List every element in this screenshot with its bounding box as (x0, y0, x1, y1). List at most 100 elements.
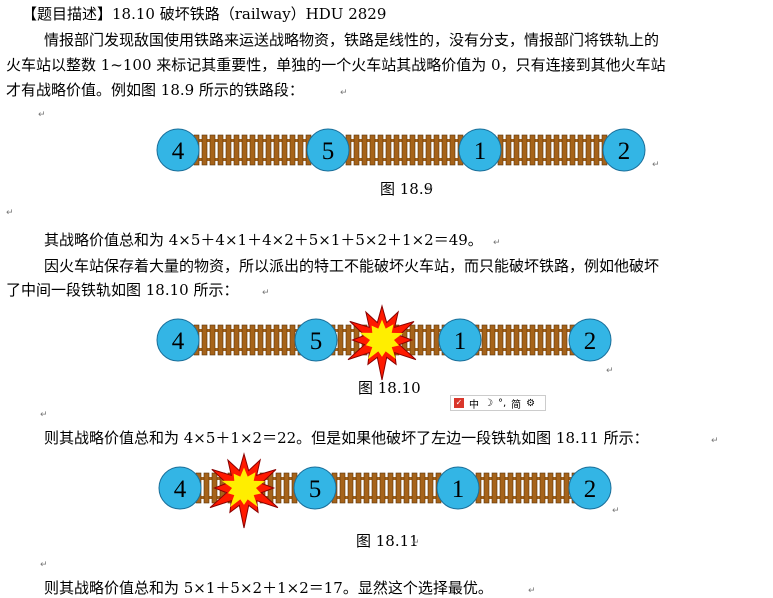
rail-tie (505, 324, 512, 356)
station-value-label: 5 (310, 328, 323, 355)
station-node (458, 128, 502, 172)
rail-tie (387, 472, 394, 504)
rail-tie (585, 134, 592, 166)
ime-settings-icon[interactable]: ⚙ (526, 397, 536, 409)
paragraph-1-line-1: 情报部门发现敌国使用铁路来运送战略物资，铁路是线性的，没有分支，情报部门将铁轨上… (44, 31, 660, 49)
rail-tie (275, 472, 282, 504)
rail-tie (385, 134, 392, 166)
rail-tie (569, 134, 576, 166)
ime-simplified-toggle[interactable]: 简 (511, 399, 522, 411)
rail-tie (353, 134, 360, 166)
rail-tie (209, 134, 216, 166)
rail-tie (369, 134, 376, 166)
rail-tie (401, 134, 408, 166)
rail-tie (425, 134, 432, 166)
rail-tie (257, 324, 264, 356)
rail-tie (561, 134, 568, 166)
rail-tie (225, 134, 232, 166)
rail-tie (531, 472, 538, 504)
rail-tie (281, 134, 288, 166)
rail-tie (563, 472, 570, 504)
problem-title: 【题目描述】18.10 破坏铁路（railway）HDU 2829 (22, 5, 387, 23)
paragraph-mark-icon: ↵ (262, 288, 270, 298)
rail-tie (505, 134, 512, 166)
strategic-value-sum-1: 其战略价值总和为 4×5＋4×1＋4×2＋5×1＋5×2＋1×2＝49。 (44, 231, 483, 249)
station-value-label: 1 (474, 138, 487, 165)
station-value-label: 2 (584, 328, 597, 355)
rail-tie (545, 324, 552, 356)
station-node (294, 318, 338, 362)
rail-tie (419, 472, 426, 504)
rail-tie (233, 134, 240, 166)
ime-mode-chinese[interactable]: 中 (469, 399, 479, 411)
station-value-label: 5 (309, 476, 322, 503)
rail-tie (515, 472, 522, 504)
station-node (602, 128, 646, 172)
rail-tie (425, 324, 432, 356)
station-value-label: 4 (172, 328, 185, 355)
rail-tie (339, 472, 346, 504)
rail-tie (409, 134, 416, 166)
rail-tie (393, 134, 400, 166)
paragraph-mark-icon: ↵ (412, 538, 420, 548)
explosion-core-icon (359, 319, 404, 360)
ime-moon-icon[interactable]: ☽ (484, 397, 493, 409)
station-node (293, 466, 337, 510)
station-value-label: 1 (454, 328, 467, 355)
paragraph-mark-icon: ↵ (528, 586, 536, 596)
rail-tie (529, 324, 536, 356)
station-value-label: 4 (174, 476, 187, 503)
rail-tie (217, 134, 224, 166)
railway-figure-18-10: 4 5 1 2 (156, 304, 612, 381)
station-value-label: 1 (452, 476, 465, 503)
paragraph-mark-icon: ↵ (40, 560, 48, 570)
rail-tie (345, 324, 352, 356)
paragraph-4: 则其战略价值总和为 5×1＋5×2＋1×2＝17。显然这个选择最优。 (44, 579, 493, 597)
ime-logo-icon: ✓ (454, 398, 464, 408)
paragraph-mark-icon: ↵ (652, 160, 660, 170)
rail-tie (433, 134, 440, 166)
station-node (306, 128, 350, 172)
rail-tie (257, 134, 264, 166)
station-value-label: 2 (618, 138, 631, 165)
paragraph-mark-icon: ↵ (711, 436, 719, 446)
paragraph-1-line-2: 火车站以整数 1~100 来标记其重要性，单独的一个火车站其战略价值为 0，只有… (6, 56, 666, 74)
paragraph-mark-icon: ↵ (426, 184, 434, 194)
rail-tie (521, 134, 528, 166)
rail-tie (441, 134, 448, 166)
rail-tie (241, 324, 248, 356)
rail-tie (529, 134, 536, 166)
paragraph-mark-icon: ↵ (612, 506, 620, 516)
rail-tie (433, 324, 440, 356)
rail-tie (507, 472, 514, 504)
ime-toolbar[interactable]: ✓ 中 ☽ °, 简 ⚙ (450, 395, 546, 411)
rail-tie (537, 134, 544, 166)
rail-tie (283, 472, 290, 504)
rail-tie (417, 324, 424, 356)
rail-tie (521, 324, 528, 356)
rail-tie (449, 134, 456, 166)
rail-tie (513, 134, 520, 166)
rail-tie (289, 134, 296, 166)
station-node (158, 466, 202, 510)
rail-tie (481, 324, 488, 356)
rail-tie (347, 472, 354, 504)
rail-tie (523, 472, 530, 504)
rail-tie (417, 134, 424, 166)
rail-tie (539, 472, 546, 504)
rail-tie (553, 324, 560, 356)
paragraph-2-line-2: 了中间一段铁轨如图 18.10 所示： (6, 281, 239, 299)
rail-tie (203, 472, 210, 504)
figure-caption-18-11: 图 18.11 (356, 532, 419, 550)
rail-tie (499, 472, 506, 504)
rail-tie (225, 324, 232, 356)
station-node (156, 128, 200, 172)
rail-tie (265, 134, 272, 166)
paragraph-mark-icon: ↵ (606, 366, 614, 376)
rail-tie (249, 134, 256, 166)
station-node (438, 318, 482, 362)
figure-caption-18-9: 图 18.9 (380, 180, 434, 198)
paragraph-mark-icon: ↵ (40, 410, 48, 420)
paragraph-2-line-1: 因火车站保存着大量的物资，所以派出的特工不能破坏火车站，而只能破坏铁路，例如他破… (44, 257, 660, 275)
ime-punctuation-toggle[interactable]: °, (497, 397, 507, 409)
